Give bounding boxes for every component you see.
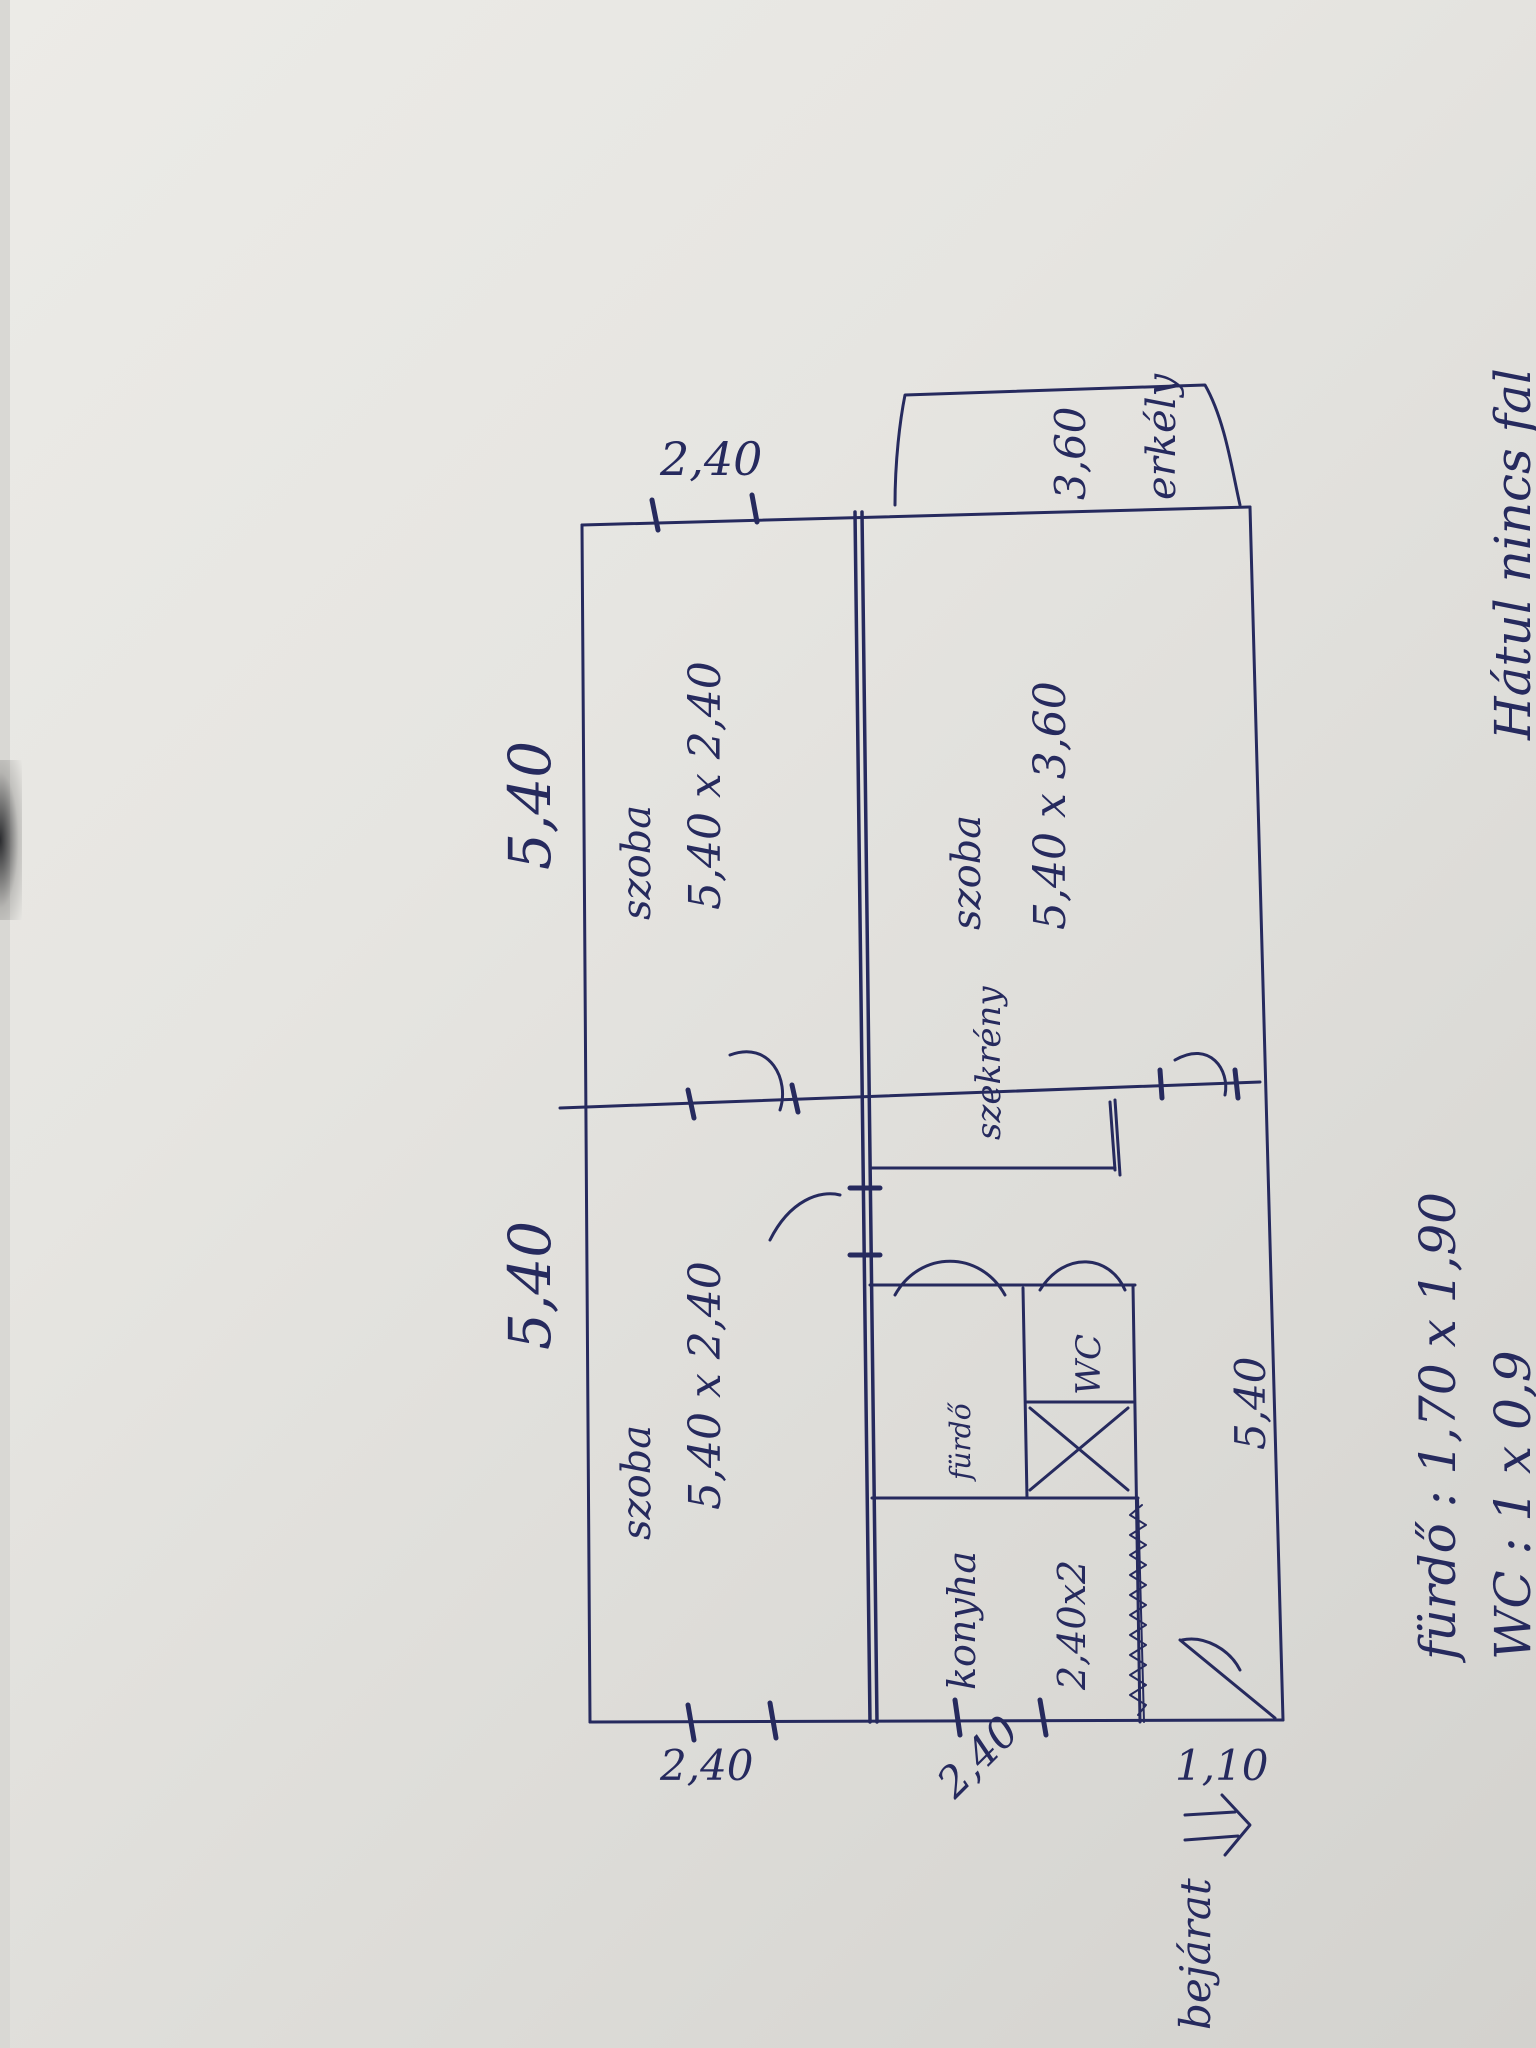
kitchen-size: 2,40x2 (1050, 1560, 1094, 1691)
door-swing-5 (1038, 1260, 1127, 1292)
outer-wall-bottom (588, 1718, 1285, 1724)
wc-label: WC (1069, 1334, 1109, 1395)
bottom-width-label: 5,40 (1226, 1356, 1275, 1450)
door-swing-3 (768, 1192, 842, 1242)
entrance-swing (1178, 1637, 1277, 1720)
balcony-outline (893, 383, 1242, 507)
top-right-width-label: 5,40 (496, 741, 564, 870)
door-swing-1 (728, 1050, 785, 1112)
left-dim-3: 1,10 (1175, 1741, 1269, 1790)
note-wc: WC : 1 x 0,9 (1484, 1350, 1536, 1660)
outer-wall-top (580, 505, 1252, 527)
entrance-label: bejárat (1171, 1878, 1220, 2030)
central-wall (853, 510, 879, 1724)
paper-shadow (0, 760, 22, 920)
room-divider-wall (558, 1080, 1262, 1110)
dimension-ticks (649, 492, 1241, 1743)
right-depth-label: 2,40 (659, 432, 762, 486)
kitchen-name: konyha (940, 1551, 984, 1690)
room-a-name: szoba (614, 1425, 660, 1540)
bath-wc-divider (1021, 1286, 1029, 1500)
entrance-arrow (1183, 1793, 1252, 1857)
top-left-width-label: 5,40 (496, 1221, 564, 1350)
room-a-size: 5,40 x 2,40 (680, 1261, 731, 1510)
closet-label: szekrény (969, 986, 1009, 1140)
room-b-name: szoba (614, 805, 660, 920)
left-dim-1: 2,40 (659, 1741, 754, 1790)
note-bath: fürdő : 1,70 x 1,90 (1409, 1192, 1467, 1664)
door-swing-4 (893, 1259, 1007, 1297)
room-c-size: 5,40 x 3,60 (1025, 681, 1076, 930)
outer-wall-left (580, 523, 592, 1724)
kitchen-hatch (1129, 1497, 1147, 1723)
bath-label: fürdő (944, 1401, 977, 1482)
door-swing-2 (1173, 1052, 1228, 1097)
note-side: Hátul nincs fal (1484, 368, 1536, 741)
shaft-box (1025, 1400, 1135, 1492)
room-c-name: szoba (944, 815, 990, 930)
balcony-name: erkély (1139, 373, 1185, 500)
outer-wall-right (1248, 505, 1285, 1722)
balcony-size: 3,60 (1046, 406, 1095, 500)
closet-outline (868, 1098, 1122, 1177)
room-b-size: 5,40 x 2,40 (680, 661, 731, 910)
